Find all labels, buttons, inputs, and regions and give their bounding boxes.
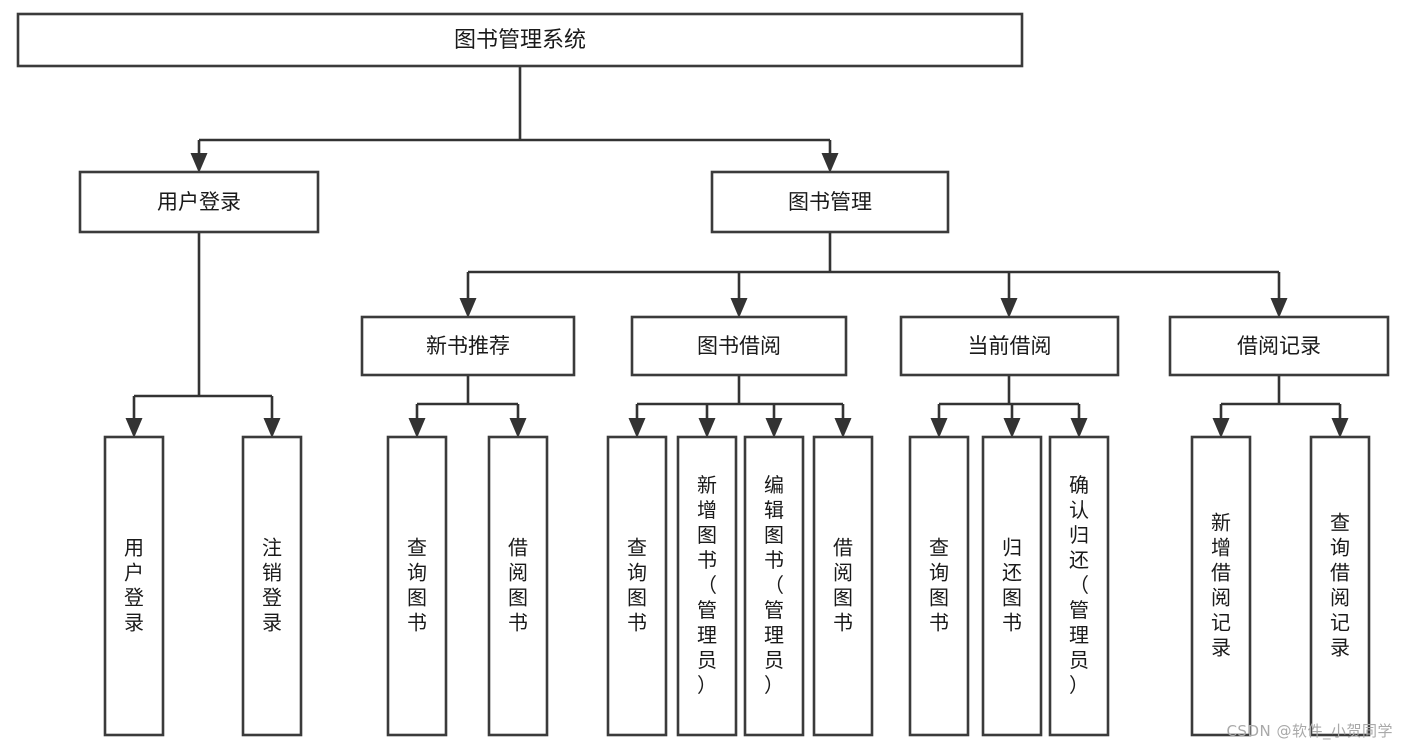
node-box-leaf-confirm-return[interactable] bbox=[1048, 435, 1110, 737]
node-leaf-user-login[interactable]: 用户登录 bbox=[103, 435, 165, 737]
connector-arrowhead bbox=[125, 418, 143, 438]
node-box-leaf-add-book[interactable] bbox=[676, 435, 738, 737]
node-leaf-confirm-return[interactable]: 确认归还（管理员） bbox=[1048, 435, 1110, 737]
node-current-borrow[interactable]: 当前借阅 bbox=[899, 315, 1120, 377]
node-leaf-query-record[interactable]: 查询借阅记录 bbox=[1309, 435, 1371, 737]
node-label-leaf-borrow-book: 借阅图书 bbox=[833, 535, 853, 634]
node-label-leaf-query-book-borrow: 查询图书 bbox=[627, 535, 647, 634]
node-label-book-borrow: 图书借阅 bbox=[697, 334, 781, 358]
node-box-leaf-logout[interactable] bbox=[241, 435, 303, 737]
node-box-leaf-add-record[interactable] bbox=[1190, 435, 1252, 737]
connector-arrowhead bbox=[263, 418, 281, 438]
node-label-leaf-query-book-rec: 查询图书 bbox=[407, 535, 427, 634]
node-label-borrow-record: 借阅记录 bbox=[1237, 334, 1321, 358]
node-leaf-return-book[interactable]: 归还图书 bbox=[981, 435, 1043, 737]
node-leaf-add-record[interactable]: 新增借阅记录 bbox=[1190, 435, 1252, 737]
connector-arrowhead bbox=[930, 418, 948, 438]
connector-arrowhead bbox=[190, 153, 208, 173]
node-label-root: 图书管理系统 bbox=[454, 28, 586, 53]
connector-arrowhead bbox=[1270, 298, 1288, 318]
connector-arrowhead bbox=[765, 418, 783, 438]
node-box-leaf-query-book-current[interactable] bbox=[908, 435, 970, 737]
node-label-leaf-confirm-return: 确认归还（管理员） bbox=[1069, 473, 1089, 697]
connector-arrowhead bbox=[1003, 418, 1021, 438]
connector-group-userlogin-to-leaves bbox=[125, 232, 281, 438]
nodes-layer: 图书管理系统用户登录图书管理新书推荐图书借阅当前借阅借阅记录用户登录注销登录查询… bbox=[16, 12, 1390, 737]
connector-arrowhead bbox=[821, 153, 839, 173]
node-new-book-rec[interactable]: 新书推荐 bbox=[360, 315, 576, 377]
node-box-leaf-borrow-book-rec[interactable] bbox=[487, 435, 549, 737]
node-box-book-manage[interactable] bbox=[710, 170, 950, 234]
node-leaf-add-book[interactable]: 新增图书（管理员） bbox=[676, 435, 738, 737]
node-box-leaf-return-book[interactable] bbox=[981, 435, 1043, 737]
connector-arrowhead bbox=[509, 418, 527, 438]
connector-group-currentborrow-to-leaves bbox=[930, 375, 1088, 438]
node-box-leaf-edit-book[interactable] bbox=[743, 435, 805, 737]
node-box-root[interactable] bbox=[16, 12, 1024, 68]
connector-arrowhead bbox=[628, 418, 646, 438]
node-box-leaf-query-book-borrow[interactable] bbox=[606, 435, 668, 737]
node-user-login[interactable]: 用户登录 bbox=[78, 170, 320, 234]
node-borrow-record[interactable]: 借阅记录 bbox=[1168, 315, 1390, 377]
node-label-leaf-add-record: 新增借阅记录 bbox=[1211, 510, 1231, 659]
node-leaf-edit-book[interactable]: 编辑图书（管理员） bbox=[743, 435, 805, 737]
connector-group-newbook-to-leaves bbox=[408, 375, 527, 438]
connector-arrowhead bbox=[1331, 418, 1349, 438]
connector-arrowhead bbox=[459, 298, 477, 318]
connector-group-root-to-level1 bbox=[190, 66, 839, 173]
connector-group-bookmanage-to-level2 bbox=[459, 232, 1288, 318]
node-label-leaf-return-book: 归还图书 bbox=[1002, 535, 1022, 634]
connector-arrowhead bbox=[698, 418, 716, 438]
node-root[interactable]: 图书管理系统 bbox=[16, 12, 1024, 68]
connector-arrowhead bbox=[1212, 418, 1230, 438]
node-box-leaf-borrow-book[interactable] bbox=[812, 435, 874, 737]
node-box-book-borrow[interactable] bbox=[630, 315, 848, 377]
connector-arrowhead bbox=[1070, 418, 1088, 438]
connector-arrowhead bbox=[1000, 298, 1018, 318]
connector-arrowhead bbox=[834, 418, 852, 438]
node-label-leaf-borrow-book-rec: 借阅图书 bbox=[508, 535, 528, 634]
node-label-leaf-query-book-current: 查询图书 bbox=[929, 535, 949, 634]
node-leaf-borrow-book[interactable]: 借阅图书 bbox=[812, 435, 874, 737]
node-label-leaf-query-record: 查询借阅记录 bbox=[1330, 510, 1350, 659]
connectors-layer bbox=[125, 66, 1349, 438]
node-box-current-borrow[interactable] bbox=[899, 315, 1120, 377]
node-label-book-manage: 图书管理 bbox=[788, 190, 872, 214]
node-box-new-book-rec[interactable] bbox=[360, 315, 576, 377]
node-leaf-query-book-borrow[interactable]: 查询图书 bbox=[606, 435, 668, 737]
node-box-borrow-record[interactable] bbox=[1168, 315, 1390, 377]
node-leaf-logout[interactable]: 注销登录 bbox=[241, 435, 303, 737]
connector-group-bookborrow-to-leaves bbox=[628, 375, 852, 438]
node-label-current-borrow: 当前借阅 bbox=[968, 334, 1052, 358]
node-label-leaf-user-login: 用户登录 bbox=[124, 535, 144, 634]
node-label-user-login: 用户登录 bbox=[157, 190, 241, 214]
node-label-new-book-rec: 新书推荐 bbox=[426, 334, 510, 358]
node-box-leaf-query-record[interactable] bbox=[1309, 435, 1371, 737]
node-label-leaf-add-book: 新增图书（管理员） bbox=[697, 473, 717, 697]
connector-arrowhead bbox=[408, 418, 426, 438]
node-box-user-login[interactable] bbox=[78, 170, 320, 234]
node-book-borrow[interactable]: 图书借阅 bbox=[630, 315, 848, 377]
node-label-leaf-logout: 注销登录 bbox=[262, 535, 282, 634]
csdn-watermark: CSDN @软件_小贺同学 bbox=[1226, 722, 1393, 740]
node-box-leaf-query-book-rec[interactable] bbox=[386, 435, 448, 737]
connector-group-borrowrecord-to-leaves bbox=[1212, 375, 1349, 438]
node-leaf-borrow-book-rec[interactable]: 借阅图书 bbox=[487, 435, 549, 737]
connector-arrowhead bbox=[730, 298, 748, 318]
node-leaf-query-book-current[interactable]: 查询图书 bbox=[908, 435, 970, 737]
node-leaf-query-book-rec[interactable]: 查询图书 bbox=[386, 435, 448, 737]
node-label-leaf-edit-book: 编辑图书（管理员） bbox=[764, 473, 784, 697]
node-book-manage[interactable]: 图书管理 bbox=[710, 170, 950, 234]
node-box-leaf-user-login[interactable] bbox=[103, 435, 165, 737]
